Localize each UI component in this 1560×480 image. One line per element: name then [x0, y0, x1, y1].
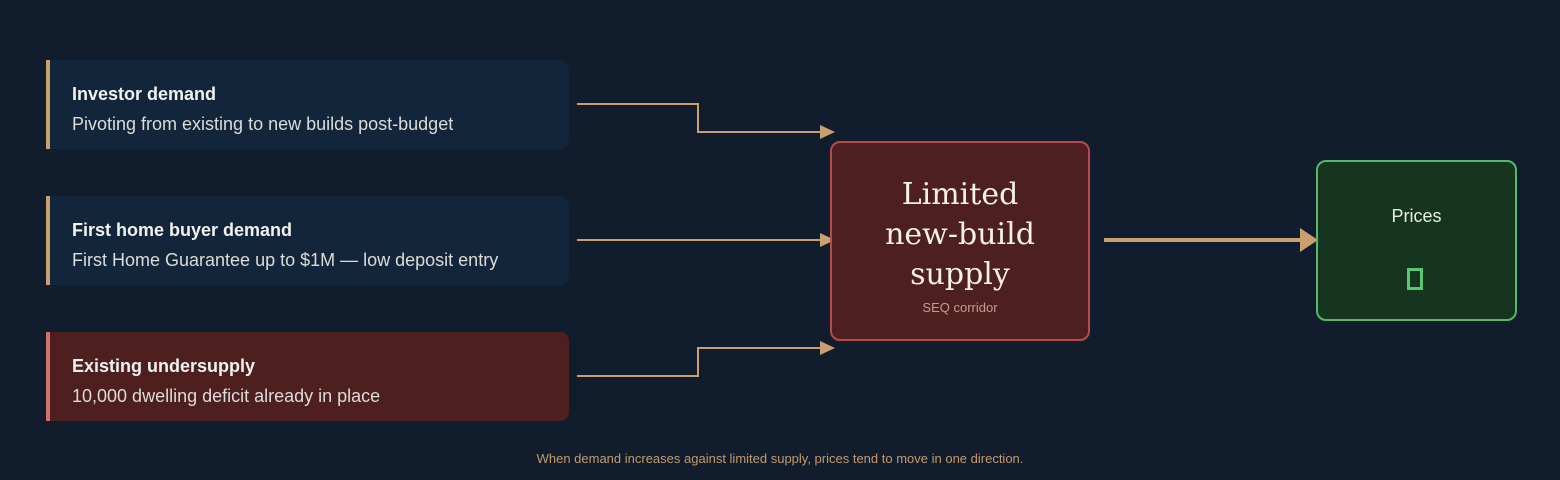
diagram-caption: When demand increases against limited su… — [536, 451, 1024, 466]
driver-description: 10,000 dwelling deficit already in place — [72, 386, 381, 406]
arrowhead-prices — [1300, 228, 1318, 252]
limited-supply-line-1: Limited — [901, 177, 1019, 212]
driver-title: Existing undersupply — [72, 356, 256, 376]
arrowhead-first-home — [820, 233, 835, 247]
prices-node: Prices — [1316, 160, 1517, 321]
connector-investor — [577, 103, 822, 133]
driver-description: Pivoting from existing to new builds pos… — [72, 114, 454, 134]
driver-first-home-buyer-demand: First home buyer demand First Home Guara… — [46, 196, 569, 285]
driver-investor-demand: Investor demand Pivoting from existing t… — [46, 60, 569, 149]
up-arrow-icon — [1407, 268, 1423, 290]
limited-supply-subtitle: SEQ corridor — [922, 300, 998, 315]
arrowhead-investor — [820, 125, 835, 139]
connector-undersupply — [577, 347, 822, 377]
driver-description: First Home Guarantee up to $1M — low dep… — [72, 250, 499, 270]
arrowhead-undersupply — [820, 341, 835, 355]
driver-existing-undersupply: Existing undersupply 10,000 dwelling def… — [46, 332, 569, 421]
limited-supply-node: Limited new-build supply SEQ corridor — [830, 141, 1090, 341]
limited-supply-line-2: new-build — [885, 217, 1035, 252]
prices-label: Prices — [1391, 206, 1442, 226]
limited-supply-title: Limited new-build supply — [832, 175, 1088, 295]
limited-supply-line-3: supply — [910, 257, 1010, 292]
driver-title: First home buyer demand — [72, 220, 293, 240]
driver-title: Investor demand — [72, 84, 217, 104]
